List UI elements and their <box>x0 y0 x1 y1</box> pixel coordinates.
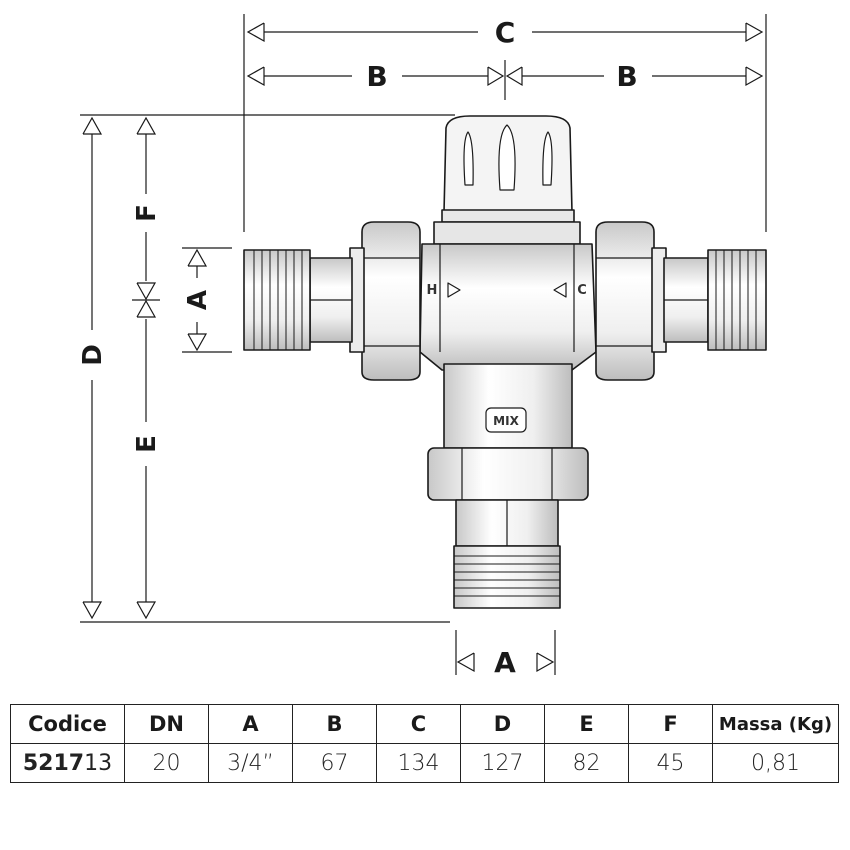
dim-c-label: C <box>495 16 516 49</box>
header-codice: Codice <box>10 704 125 744</box>
cell-dn: 20 <box>124 743 209 783</box>
dim-a-left-label: A <box>183 290 213 310</box>
cell-e: 82 <box>544 743 629 783</box>
cell-massa: 0,81 <box>712 743 839 783</box>
dimension-b <box>246 66 764 87</box>
header-dn: DN <box>124 704 209 744</box>
dimension-f-e <box>132 116 160 620</box>
dimension-d <box>82 116 103 620</box>
table-header-row: Codice DN A B C D E F Massa (Kg) <box>10 704 839 744</box>
header-d: D <box>460 704 545 744</box>
mix-outlet-marking: MIX <box>493 414 519 428</box>
cell-a: 3/4” <box>208 743 293 783</box>
header-c: C <box>376 704 461 744</box>
cell-f: 45 <box>628 743 713 783</box>
cell-d: 127 <box>460 743 545 783</box>
header-f: F <box>628 704 713 744</box>
header-massa: Massa (Kg) <box>712 704 839 744</box>
left-tailpiece <box>243 249 353 351</box>
dim-e-label: E <box>132 435 162 453</box>
header-a: A <box>208 704 293 744</box>
cell-c: 134 <box>376 743 461 783</box>
header-b: B <box>292 704 377 744</box>
adjustment-knob <box>441 115 575 223</box>
right-tailpiece <box>663 249 767 351</box>
dimension-c <box>246 22 764 43</box>
dimension-a-left <box>187 248 208 352</box>
specification-table: Codice DN A B C D E F Massa (Kg) 521713 … <box>10 704 839 783</box>
mixed-outlet: MIX <box>427 363 589 609</box>
right-union-nut <box>595 221 667 381</box>
extension-lines <box>80 14 767 675</box>
code-suffix: 13 <box>84 750 113 776</box>
dim-d-label: D <box>78 344 108 366</box>
cell-b: 67 <box>292 743 377 783</box>
code-prefix: 5217 <box>22 750 85 776</box>
dim-f-label: F <box>132 204 162 222</box>
cell-codice: 521713 <box>10 743 125 783</box>
table-row: 521713 20 3/4” 67 134 127 82 45 0,81 <box>10 743 839 783</box>
cold-inlet-marking: C <box>577 283 587 298</box>
valve-dimension-drawing: C B B D F E A <box>78 14 767 679</box>
dim-b-right-label: B <box>616 60 637 93</box>
hot-inlet-marking: H <box>427 283 438 298</box>
dim-a-bottom-label: A <box>494 646 516 679</box>
left-union-nut <box>349 221 421 381</box>
dim-b-left-label: B <box>366 60 387 93</box>
thermostatic-mixing-valve: H C <box>243 115 767 609</box>
header-e: E <box>544 704 629 744</box>
dimension-a-bottom <box>456 652 555 673</box>
